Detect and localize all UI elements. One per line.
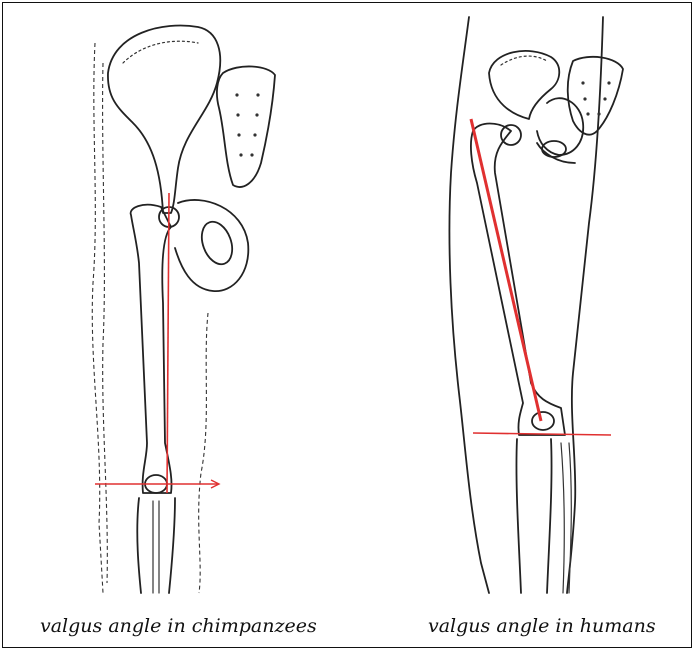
caption-human: valgus angle in humans: [428, 615, 656, 637]
chimp-sacrum-foramina: [235, 93, 259, 156]
human-fibula: [561, 443, 571, 593]
human-leg-illustration: [351, 3, 695, 603]
human-tibia: [516, 439, 551, 593]
chimp-sacrum: [217, 66, 275, 187]
chimp-obturator-foramen: [196, 218, 237, 269]
human-body-outline-left: [449, 17, 489, 593]
chimp-body-outline-right: [199, 313, 208, 593]
human-sacrum-foramina: [581, 81, 610, 115]
human-patella: [532, 412, 554, 430]
chimp-femoral-axis-line: [167, 193, 169, 493]
chimp-fibula: [153, 501, 159, 593]
chimpanzee-leg-drawing: [3, 3, 351, 603]
human-femoral-head: [501, 125, 521, 145]
chimp-ilium-crest: [123, 41, 198, 63]
caption-chimpanzee: valgus angle in chimpanzees: [40, 615, 317, 637]
chimp-ischium: [175, 200, 248, 291]
human-leg-drawing: [351, 3, 695, 603]
chimp-femur: [131, 205, 172, 493]
chimpanzee-leg-illustration: [3, 3, 351, 603]
human-femoral-axis-line: [471, 119, 541, 421]
human-sacrum: [568, 57, 623, 135]
human-femur: [471, 124, 565, 436]
human-ilium-crest: [501, 56, 547, 65]
chimp-body-outline-left: [92, 43, 103, 593]
human-ilium: [489, 51, 559, 119]
chimp-tibia: [137, 498, 175, 593]
human-knee-horizontal-line: [473, 433, 611, 435]
chimp-body-outline-left-2: [103, 63, 108, 583]
chimp-ilium: [108, 26, 220, 213]
